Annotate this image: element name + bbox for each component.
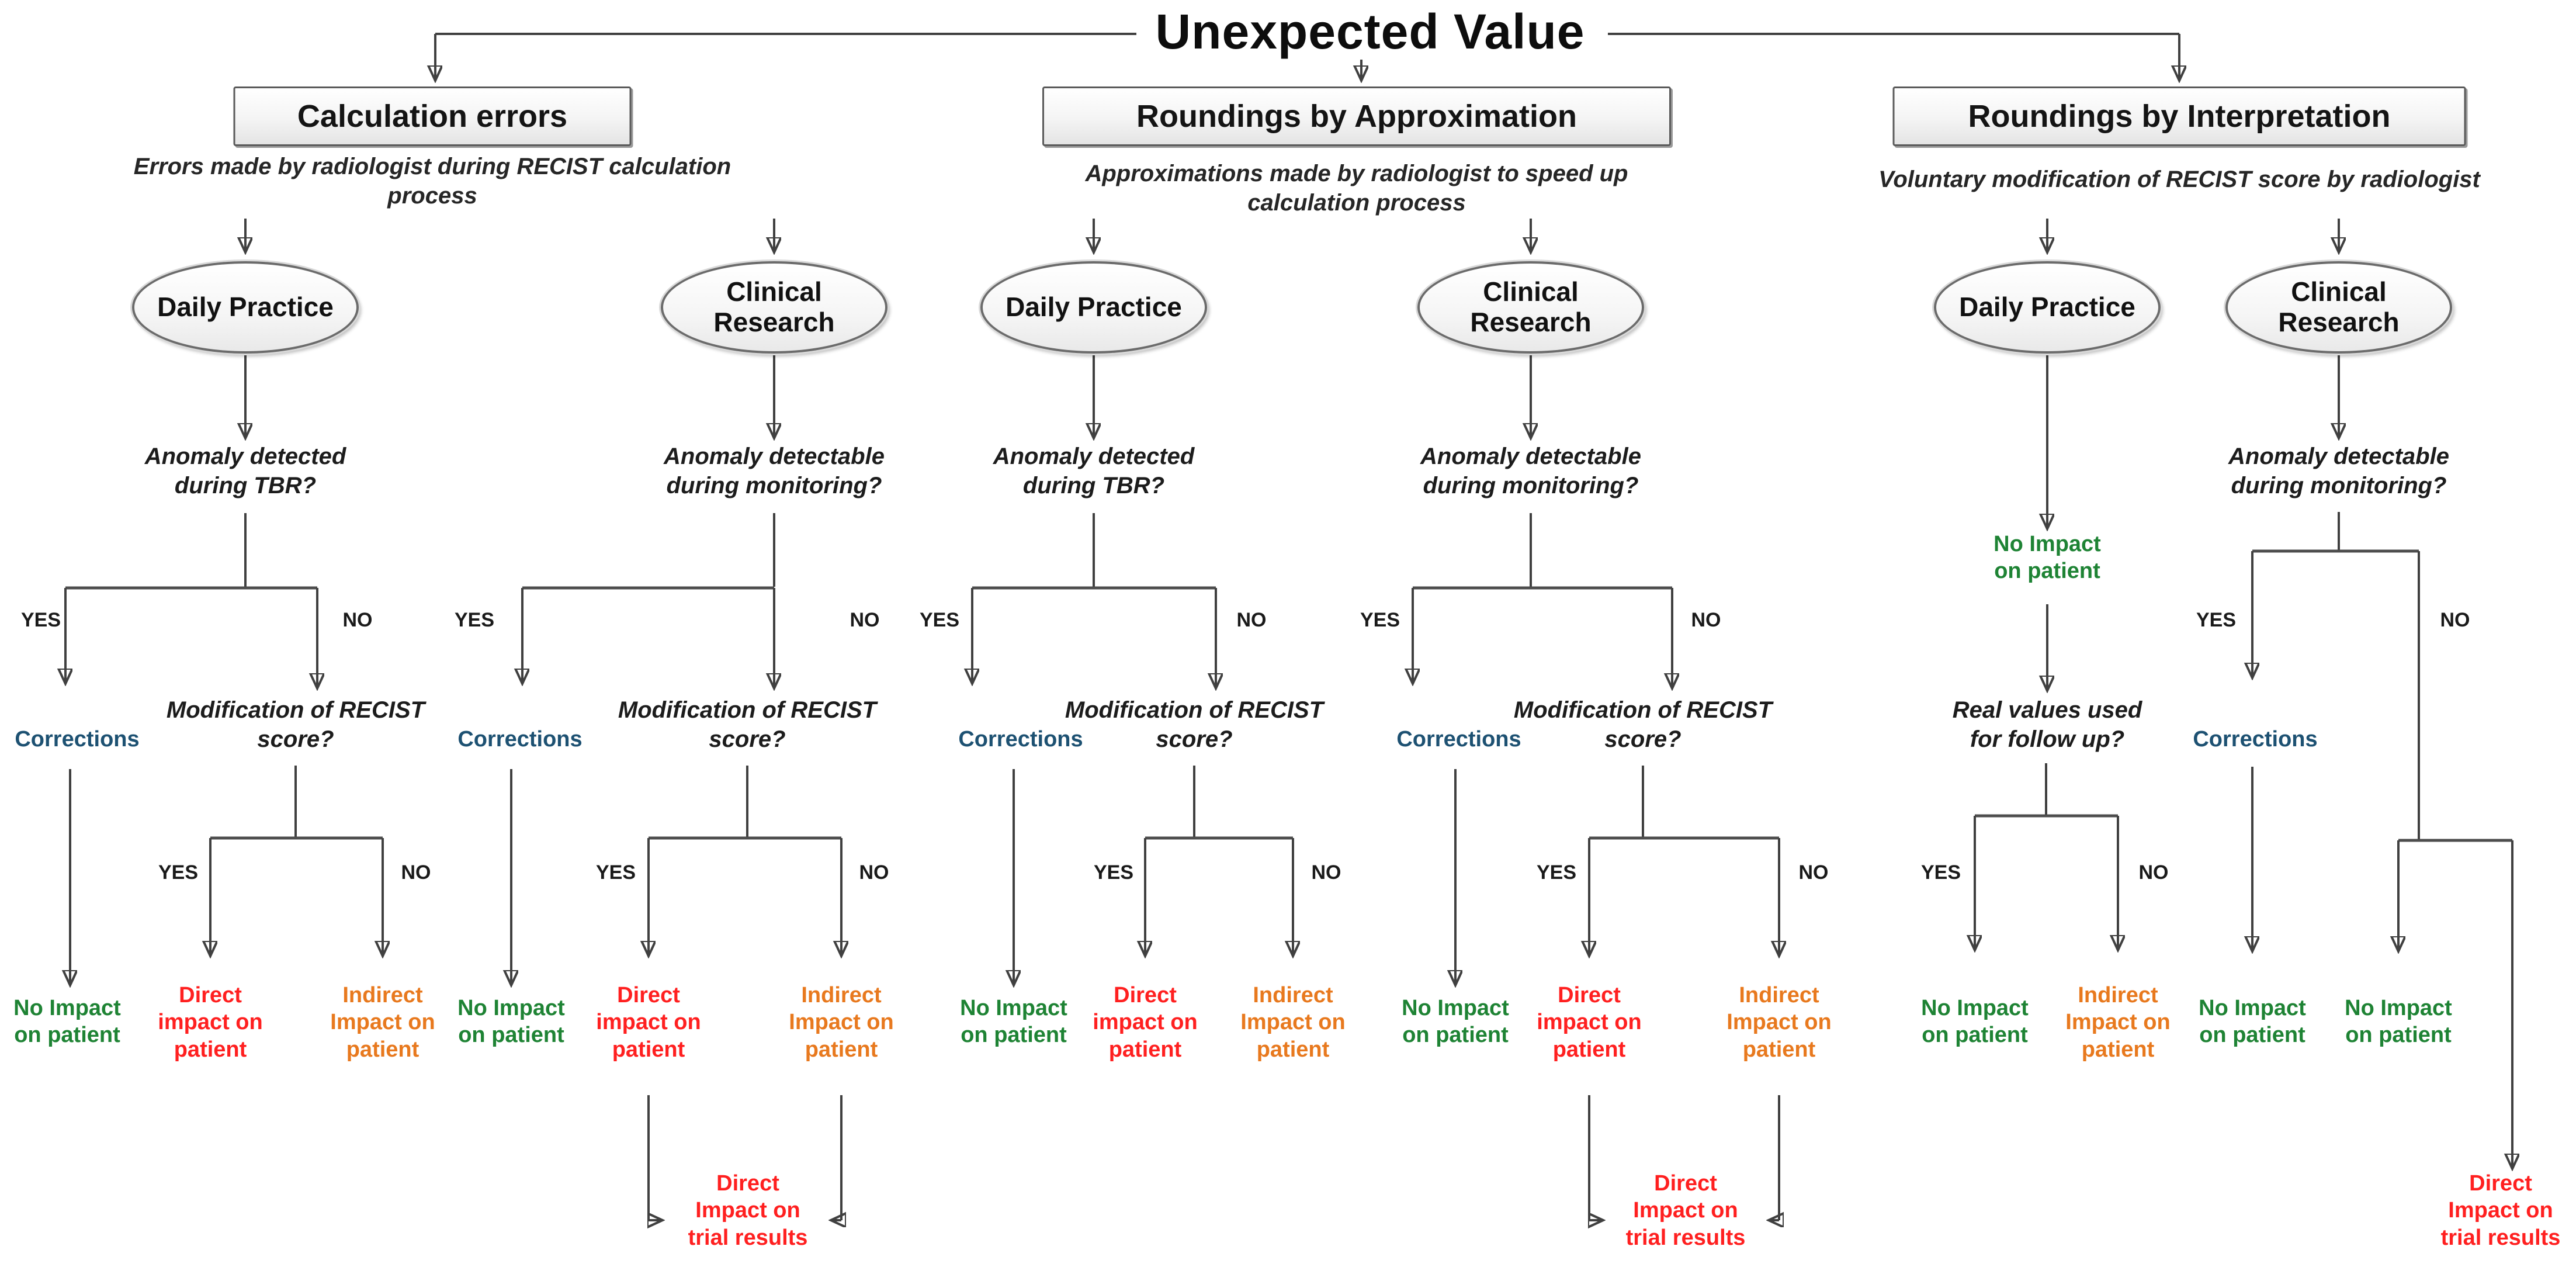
outcome-indirect-impact-patient: Indirect Impact on patient — [330, 983, 435, 1062]
yes-label: YES — [2196, 609, 2237, 631]
node-clinical-research-3: Clinical Research — [2225, 261, 2452, 354]
outcome-no-impact-patient: No Impact on patient — [1993, 532, 2101, 584]
branch-header-roundings-approximation: Roundings by Approximation — [1042, 86, 1671, 146]
question-modification-2c: Modification of RECIST score? — [1513, 697, 1773, 752]
no-label: NO — [1691, 609, 1721, 631]
question-modification-1d: Modification of RECIST score? — [166, 697, 425, 752]
node-clinical-research-2: Clinical Research — [1417, 261, 1644, 354]
yes-label: YES — [454, 609, 495, 631]
node-daily-practice-3: Daily Practice — [1934, 261, 2161, 354]
no-label: NO — [850, 609, 880, 631]
no-label: NO — [2138, 861, 2169, 884]
node-daily-practice-1: Daily Practice — [132, 261, 359, 354]
outcome-direct-impact-trial: Direct Impact on trial results — [688, 1171, 808, 1250]
node-clinical-research-1: Clinical Research — [661, 261, 887, 354]
outcome-direct-impact-patient: Direct impact on patient — [596, 983, 701, 1062]
corrections-label: Corrections — [958, 727, 1083, 752]
branch-subtitle-calculation-errors: Errors made by radiologist during RECIST… — [133, 154, 731, 209]
yes-label: YES — [20, 609, 61, 631]
outcome-indirect-impact-patient: Indirect Impact on patient — [1240, 983, 1346, 1062]
outcome-direct-impact-patient: Direct impact on patient — [158, 983, 263, 1062]
no-label: NO — [1236, 609, 1267, 631]
outcome-no-impact-patient: No Impact on patient — [2345, 996, 2452, 1048]
question-real-values: Real values used for follow up? — [1952, 697, 2142, 752]
question-monitoring-3: Anomaly detectable during monitoring? — [2228, 444, 2449, 498]
outcome-no-impact-patient: No Impact on patient — [457, 996, 565, 1048]
outcome-no-impact-patient: No Impact on patient — [1402, 996, 1509, 1048]
question-tbr-2: Anomaly detected during TBR? — [993, 444, 1195, 498]
corrections-label: Corrections — [1396, 727, 1521, 752]
yes-label: YES — [919, 609, 960, 631]
outcome-direct-impact-patient: Direct impact on patient — [1093, 983, 1198, 1062]
corrections-label: Corrections — [2193, 727, 2318, 752]
corrections-label: Corrections — [15, 727, 140, 752]
outcome-no-impact-patient: No Impact on patient — [2199, 996, 2306, 1048]
yes-label: YES — [595, 861, 636, 884]
yes-label: YES — [1536, 861, 1577, 884]
outcome-direct-impact-patient: Direct impact on patient — [1537, 983, 1642, 1062]
outcome-no-impact-patient: No Impact on patient — [960, 996, 1067, 1048]
branch-subtitle-roundings-approximation: Approximations made by radiologist to sp… — [1085, 161, 1628, 216]
branch-header-roundings-interpretation: Roundings by Interpretation — [1892, 86, 2466, 146]
corrections-label: Corrections — [457, 727, 583, 752]
yes-label: YES — [1093, 861, 1134, 884]
yes-label: YES — [1920, 861, 1961, 884]
no-label: NO — [859, 861, 889, 884]
branch-subtitle-roundings-interpretation: Voluntary modification of RECIST score b… — [1878, 167, 2480, 192]
outcome-indirect-impact-patient: Indirect Impact on patient — [2065, 983, 2171, 1062]
question-monitoring-2: Anomaly detectable during monitoring? — [1420, 444, 1641, 498]
node-daily-practice-2: Daily Practice — [980, 261, 1207, 354]
question-monitoring-1: Anomaly detectable during monitoring? — [664, 444, 885, 498]
outcome-no-impact-patient: No Impact on patient — [1921, 996, 2029, 1048]
question-tbr-1: Anomaly detected during TBR? — [144, 444, 346, 498]
question-modification-2d: Modification of RECIST score? — [1065, 697, 1324, 752]
no-label: NO — [2440, 609, 2470, 631]
page-title: Unexpected Value — [1155, 4, 1585, 59]
yes-label: YES — [1360, 609, 1400, 631]
outcome-direct-impact-trial: Direct Impact on trial results — [2440, 1171, 2561, 1250]
outcome-no-impact-patient: No Impact on patient — [13, 996, 121, 1048]
outcome-indirect-impact-patient: Indirect Impact on patient — [789, 983, 894, 1062]
branch-header-calculation-errors: Calculation errors — [233, 86, 632, 146]
outcome-indirect-impact-patient: Indirect Impact on patient — [1726, 983, 1832, 1062]
question-modification-1c: Modification of RECIST score? — [618, 697, 877, 752]
no-label: NO — [342, 609, 373, 631]
no-label: NO — [1311, 861, 1341, 884]
yes-label: YES — [158, 861, 199, 884]
no-label: NO — [1798, 861, 1829, 884]
outcome-direct-impact-trial: Direct Impact on trial results — [1625, 1171, 1746, 1250]
no-label: NO — [401, 861, 431, 884]
